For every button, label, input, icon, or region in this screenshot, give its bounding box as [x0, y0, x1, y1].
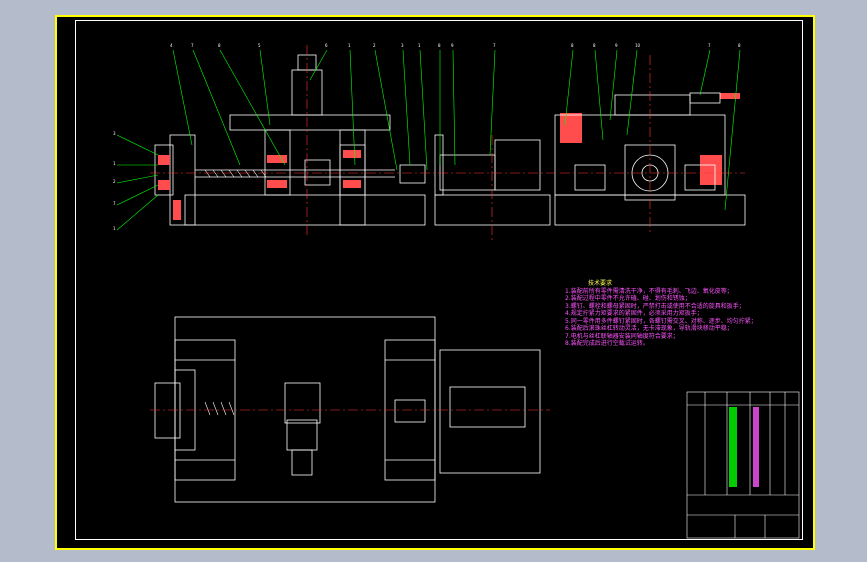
callout-number: 9	[451, 43, 454, 48]
drawing-frame	[75, 20, 803, 540]
plan-coupling	[394, 399, 426, 423]
callout-number: 7	[113, 201, 116, 206]
red-part-4	[343, 150, 361, 158]
motor-base	[434, 194, 551, 226]
plan-slider	[286, 419, 318, 451]
plan-motor	[449, 386, 526, 428]
cad-drawing	[116, 45, 800, 539]
red-highlights	[158, 93, 740, 220]
callout-number: 7	[708, 43, 711, 48]
red-part-8	[560, 113, 582, 143]
callout-number: 7	[493, 43, 496, 48]
plan-base	[174, 316, 436, 503]
red-part-5	[343, 180, 361, 188]
callout-number: 2	[113, 179, 116, 184]
front-base	[184, 194, 426, 226]
screw-thread	[204, 169, 267, 178]
ball-nut	[304, 159, 331, 186]
callout-number: 8	[593, 43, 596, 48]
sheet-border	[55, 15, 815, 550]
technical-notes: 技术要求 1.装配前所有零件需清洗干净，不得有毛刺、飞边、氧化皮等； 2.装配过…	[565, 280, 805, 348]
callout-number: 8	[738, 43, 741, 48]
red-part-3	[158, 180, 170, 190]
callout-number: 8	[571, 43, 574, 48]
side-top-block	[614, 94, 691, 116]
plan-motor-base	[439, 349, 541, 474]
red-part-6	[267, 155, 287, 163]
note-line: 5.同一零件用多件螺钉紧固时，各螺钉需交叉、对称、逐步、均匀拧紧；	[565, 317, 757, 325]
plan-thread	[204, 401, 235, 416]
coupling	[399, 164, 426, 184]
callout-number: 9	[615, 43, 618, 48]
title-block-fill-2	[753, 407, 759, 487]
callout-number: 1	[113, 226, 116, 231]
note-line: 2.装配过程中零件不允许磕、碰、划伤和锈蚀；	[565, 295, 691, 302]
callout-number: 4	[170, 43, 173, 48]
callout-number: 3	[113, 131, 116, 136]
callout-number: 2	[373, 43, 376, 48]
note-line: 4.规定拧紧力矩要求的紧固件，必须采用力矩扳手；	[565, 310, 703, 317]
plan-view	[154, 316, 541, 503]
motor-flange	[434, 134, 444, 196]
note-line: 1.装配前所有零件需清洗干净，不得有毛刺、飞边、氧化皮等；	[565, 287, 733, 295]
note-line: 8.装配完成后进行空载试运转。	[565, 340, 649, 347]
bearing-support-right	[339, 144, 366, 226]
side-rail-right	[684, 164, 716, 191]
side-handle	[689, 92, 721, 104]
red-part-10	[720, 93, 740, 99]
callout-number: 7	[191, 43, 194, 48]
front-table	[229, 114, 391, 131]
callout-number: 10	[635, 43, 641, 48]
bearing-cap	[154, 144, 174, 196]
callout-number: 1	[418, 43, 421, 48]
notes-title: 技术要求	[587, 280, 612, 287]
callout-number: 8	[218, 43, 221, 48]
note-line: 3.螺钉、螺栓和螺母紧固时，严禁打击或使用不合适的旋具和扳手；	[565, 302, 745, 310]
red-part-7	[267, 180, 287, 188]
callout-number: 1	[348, 43, 351, 48]
callout-number: 1	[113, 161, 116, 166]
title-block-fill	[729, 407, 737, 487]
side-rail-left	[574, 164, 606, 191]
front-slider-left	[264, 129, 291, 196]
callout-number: 3	[401, 43, 404, 48]
center-lines	[150, 45, 745, 411]
red-part-9	[700, 155, 722, 185]
note-line: 6.装配后滚珠丝杠转动灵活，无卡滞现象，导轨滑块移动平稳；	[565, 325, 733, 332]
callout-number: 5	[258, 43, 261, 48]
plan-bearing-left	[154, 382, 181, 439]
leader-lines	[116, 49, 741, 231]
red-part-1	[173, 200, 181, 220]
callout-number: 6	[325, 43, 328, 48]
note-line: 7.电机与丝杠联轴器安装同轴度符合要求；	[565, 332, 679, 340]
red-part-2	[158, 155, 170, 165]
plan-nut-block	[284, 382, 321, 424]
title-block	[686, 391, 800, 539]
callout-number: 8	[438, 43, 441, 48]
motor-body	[439, 154, 496, 191]
drawing-viewport[interactable]: 技术要求 1.装配前所有零件需清洗干净，不得有毛刺、飞边、氧化皮等； 2.装配过…	[55, 15, 815, 550]
motor-end	[494, 139, 541, 191]
